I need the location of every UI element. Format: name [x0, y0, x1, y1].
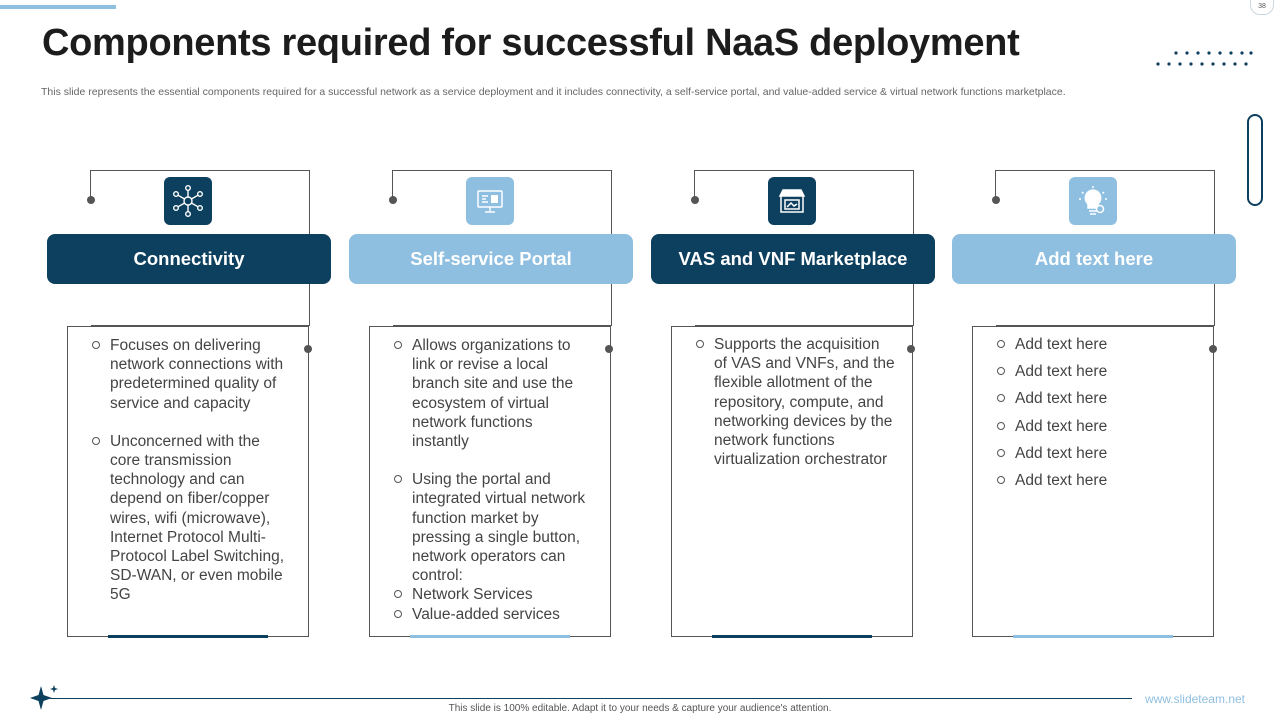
card-bottom-bar: [410, 635, 570, 638]
list-item: Add text here: [996, 362, 1196, 381]
list-item: Allows organizations to link or revise a…: [393, 336, 593, 451]
card-body: Supports the acquisition of VAS and VNFs…: [671, 326, 913, 638]
card-bottom-bar: [108, 635, 268, 638]
connector-dot: [304, 345, 312, 353]
card-header: VAS and VNF Marketplace: [651, 234, 935, 284]
list-item: Using the portal and integrated virtual …: [393, 470, 593, 585]
page-subtitle: This slide represents the essential comp…: [41, 86, 1066, 98]
website-link[interactable]: www.slideteam.net: [1144, 692, 1245, 706]
list-item: Unconcerned with the core transmission t…: [91, 432, 291, 605]
connector-dot: [389, 196, 397, 204]
connector-line: [90, 170, 91, 200]
list-item: Add text here: [996, 444, 1196, 463]
card-bottom-bar: [1013, 635, 1173, 638]
list-item: Supports the acquisition of VAS and VNFs…: [695, 335, 895, 469]
connector-dot: [605, 345, 613, 353]
list-item: Add text here: [996, 471, 1196, 490]
bullet-list: Focuses on delivering network connection…: [91, 336, 291, 624]
connector-line: [694, 170, 695, 200]
connector-line: [392, 170, 393, 200]
connector-line: [995, 170, 996, 200]
connector-dot: [691, 196, 699, 204]
list-item: Add text here: [996, 335, 1196, 354]
list-item: Value-added services: [393, 605, 593, 624]
card-vas-vnf-marketplace: VAS and VNF Marketplace Supports the acq…: [651, 170, 935, 640]
card-header: Connectivity: [47, 234, 331, 284]
card-header: Add text here: [952, 234, 1236, 284]
card-bottom-bar: [712, 635, 872, 638]
connector-dot: [992, 196, 1000, 204]
list-item: Network Services: [393, 585, 593, 604]
dots-decoration: [1156, 51, 1253, 66]
page-number: 38: [1250, 0, 1274, 15]
bullet-list: Supports the acquisition of VAS and VNFs…: [695, 335, 895, 488]
lightbulb-gear-icon: [1069, 177, 1117, 225]
card-self-service-portal: Self-service Portal Allows organizations…: [349, 170, 633, 640]
footer-note: This slide is 100% editable. Adapt it to…: [448, 703, 832, 714]
list-item: Focuses on delivering network connection…: [91, 336, 291, 413]
scroll-indicator: [1247, 114, 1263, 206]
footer-divider: [50, 698, 1132, 699]
bullet-list: Allows organizations to link or revise a…: [393, 336, 593, 624]
monitor-dashboard-icon: [466, 177, 514, 225]
card-body: Focuses on delivering network connection…: [67, 326, 309, 638]
card-connectivity: Connectivity Focuses on delivering netwo…: [47, 170, 331, 640]
network-hub-icon: [164, 177, 212, 225]
card-body: Add text here Add text here Add text her…: [972, 326, 1214, 638]
top-accent-bar: [0, 5, 116, 9]
list-item: Add text here: [996, 389, 1196, 408]
page-title: Components required for successful NaaS …: [42, 22, 1020, 64]
card-body: Allows organizations to link or revise a…: [369, 326, 611, 638]
card-header: Self-service Portal: [349, 234, 633, 284]
bullet-list: Add text here Add text here Add text her…: [996, 335, 1196, 498]
connector-dot: [1209, 345, 1217, 353]
list-item: Add text here: [996, 417, 1196, 436]
connector-dot: [907, 345, 915, 353]
connector-dot: [87, 196, 95, 204]
sparkle-icon: [30, 685, 58, 710]
card-add-text: Add text here Add text here Add text her…: [952, 170, 1236, 640]
storefront-icon: [768, 177, 816, 225]
